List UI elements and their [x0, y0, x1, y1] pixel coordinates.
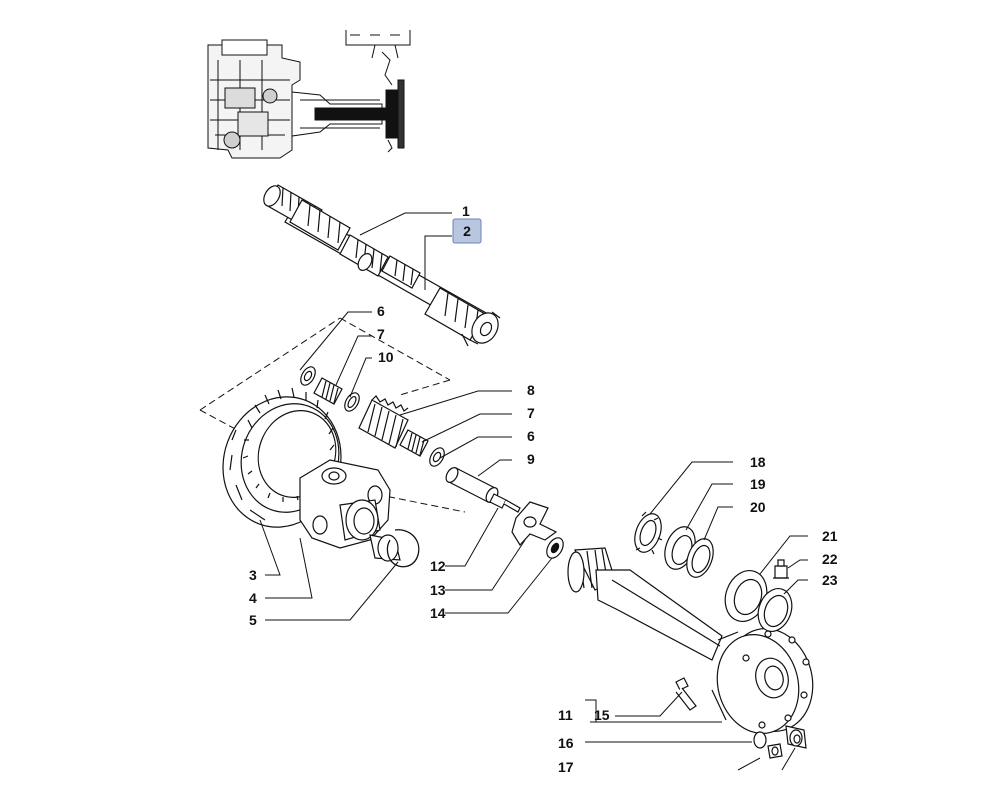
callout-3[interactable]: 3 — [249, 567, 257, 583]
callout-15[interactable]: 15 — [594, 707, 610, 723]
callout-5[interactable]: 5 — [249, 612, 257, 628]
planet-pin-9 — [445, 467, 499, 503]
callout-6-lower[interactable]: 6 — [527, 428, 535, 444]
needle-bearing-7-right — [399, 429, 429, 457]
snap-ring-5 — [386, 529, 420, 568]
thrust-block-13 — [511, 501, 558, 546]
needle-bearing-7-left — [313, 377, 343, 405]
callout-19[interactable]: 19 — [750, 476, 766, 492]
callout-7-upper[interactable]: 7 — [377, 326, 385, 342]
callout-13[interactable]: 13 — [430, 582, 446, 598]
callout-4[interactable]: 4 — [249, 590, 257, 606]
callout-18[interactable]: 18 — [750, 454, 766, 470]
callout-8[interactable]: 8 — [527, 382, 535, 398]
callout-7-lower[interactable]: 7 — [527, 405, 535, 421]
seal-group-21-23 — [724, 559, 793, 632]
callout-2-selected[interactable]: 2 — [463, 223, 471, 239]
callout-22[interactable]: 22 — [822, 551, 838, 567]
planet-carrier-4 — [299, 459, 401, 562]
callout-12[interactable]: 12 — [430, 558, 446, 574]
locator-thumbnail — [207, 30, 411, 159]
bearing-set-18-20 — [634, 511, 714, 578]
washer-16 — [753, 731, 767, 749]
callout-23[interactable]: 23 — [822, 572, 838, 588]
nut-16 — [767, 743, 783, 759]
callout-20[interactable]: 20 — [750, 499, 766, 515]
callout-6-upper[interactable]: 6 — [377, 303, 385, 319]
callout-11[interactable]: 11 — [558, 707, 573, 723]
wheel-stud-15 — [675, 677, 697, 711]
grease-fitting-22 — [773, 559, 789, 579]
callout-labels: 1 2 6 7 10 8 7 6 9 18 19 20 21 22 23 3 4… — [249, 203, 838, 775]
callout-17[interactable]: 17 — [558, 759, 574, 775]
plug-12 — [489, 493, 521, 513]
planet-gear-stack — [300, 366, 445, 467]
callout-1[interactable]: 1 — [462, 203, 470, 219]
planet-gear-8 — [358, 395, 409, 449]
callout-10[interactable]: 10 — [378, 349, 394, 365]
splined-gear-left — [263, 184, 351, 251]
drive-shaft-drawing — [263, 184, 501, 347]
pin-and-thrust-group — [445, 467, 564, 559]
leader-lines — [259, 212, 808, 771]
wheel-nut-17 — [785, 725, 807, 749]
callout-21[interactable]: 21 — [822, 528, 838, 544]
splined-gear-right — [424, 287, 501, 347]
splined-gear-middle — [339, 234, 421, 289]
callout-16[interactable]: 16 — [558, 735, 574, 751]
callout-14[interactable]: 14 — [430, 605, 446, 621]
callout-9[interactable]: 9 — [527, 451, 535, 467]
callout-2-highlight — [452, 218, 482, 244]
axle-shaft — [567, 547, 814, 734]
